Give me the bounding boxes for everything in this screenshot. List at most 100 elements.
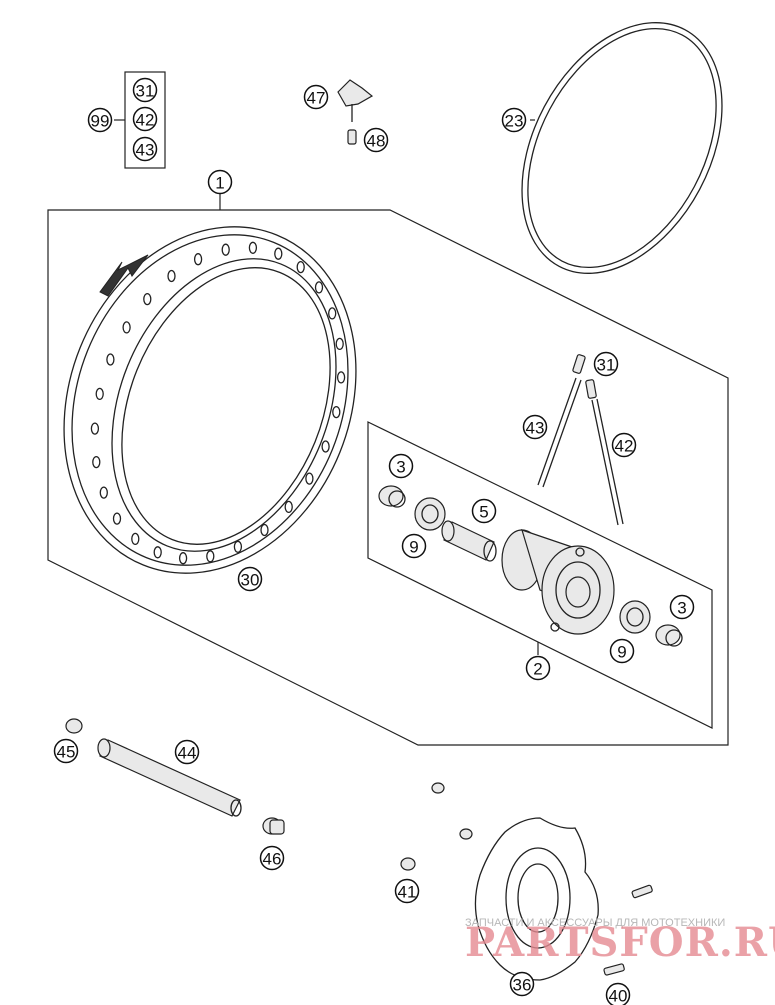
rim-spoke-hole xyxy=(178,552,188,565)
wheel-hub xyxy=(501,529,615,635)
rim-spoke-hole xyxy=(321,440,330,453)
rim-spoke-hole xyxy=(143,292,152,306)
rim-spoke-hole xyxy=(193,253,203,266)
callout-number: 31 xyxy=(136,82,155,101)
rim-tape xyxy=(521,22,723,274)
callout-c9-right: 9 xyxy=(609,638,635,664)
callout-c99: 99 xyxy=(87,107,113,133)
callout-c23: 23 xyxy=(501,107,527,133)
valve-screw xyxy=(347,129,357,145)
callout-number: 1 xyxy=(215,174,224,193)
rim-spoke-hole xyxy=(305,472,314,485)
callout-c1: 1 xyxy=(207,169,233,195)
callout-number: 42 xyxy=(136,111,155,130)
callout-number: 2 xyxy=(533,660,542,679)
bearing-right xyxy=(619,600,651,634)
callout-c3-right: 3 xyxy=(669,594,695,620)
rim xyxy=(63,226,357,574)
hub-assembly-frame xyxy=(367,421,713,729)
callout-c48: 48 xyxy=(363,127,389,153)
wheel-spindle xyxy=(97,738,242,817)
callout-c31-box: 31 xyxy=(132,77,158,103)
callout-number: 99 xyxy=(91,112,110,131)
rim-spoke-hole xyxy=(90,422,100,435)
rim-spoke-hole xyxy=(131,532,140,546)
callout-number: 45 xyxy=(57,743,76,762)
watermark-logo: PARTSFOR.RU xyxy=(465,919,775,966)
callout-number: 44 xyxy=(178,744,197,763)
callout-c30: 30 xyxy=(237,566,263,592)
callout-c42-box: 42 xyxy=(132,106,158,132)
callout-number: 41 xyxy=(398,883,417,902)
callout-c3-left: 3 xyxy=(388,453,414,479)
brake-disc xyxy=(474,817,599,981)
rim-spoke-hole xyxy=(284,500,293,514)
callout-c41: 41 xyxy=(394,878,420,904)
valve-cap xyxy=(337,79,374,122)
callout-number: 31 xyxy=(597,356,616,375)
rotation-direction-arrow xyxy=(99,254,149,297)
spoke-nipple xyxy=(572,354,597,399)
callout-c40: 40 xyxy=(605,982,631,1005)
rim-spoke-hole xyxy=(206,550,215,563)
callout-c2: 2 xyxy=(525,655,551,681)
callout-c5: 5 xyxy=(471,498,497,524)
rim-spoke-hole xyxy=(233,540,243,553)
callout-c43-box: 43 xyxy=(132,136,158,162)
callout-number: 43 xyxy=(136,141,155,160)
callout-c45: 45 xyxy=(53,738,79,764)
rim-spoke-hole xyxy=(296,260,305,274)
callout-number: 5 xyxy=(479,503,488,522)
spoke-42 xyxy=(591,398,624,526)
callout-c46: 46 xyxy=(259,845,285,871)
axle-nut xyxy=(65,718,83,734)
rim-spoke-hole xyxy=(274,247,283,260)
disc-nut xyxy=(400,782,473,871)
spacer-left xyxy=(378,485,406,508)
callout-number: 9 xyxy=(617,643,626,662)
callout-number: 3 xyxy=(396,458,405,477)
rim-spoke-hole xyxy=(106,353,115,366)
spoke-43 xyxy=(537,377,582,488)
rim-spoke-hole xyxy=(167,269,176,283)
axle-bolt xyxy=(262,817,285,835)
callout-number: 30 xyxy=(241,571,260,590)
callout-c43: 43 xyxy=(522,414,548,440)
rim-spoke-hole xyxy=(260,523,269,537)
rim-spoke-hole xyxy=(332,405,341,419)
callout-c31: 31 xyxy=(593,351,619,377)
rim-spoke-hole xyxy=(112,512,122,525)
rim-spoke-hole xyxy=(95,387,104,401)
callout-number: 46 xyxy=(263,850,282,869)
callout-number: 42 xyxy=(615,437,634,456)
wheel-assembly-frame xyxy=(47,209,729,746)
rim-spoke-hole xyxy=(335,337,344,351)
callout-number: 43 xyxy=(526,419,545,438)
callout-c9-left: 9 xyxy=(401,533,427,559)
rim-spoke-hole xyxy=(336,371,346,384)
callout-c42: 42 xyxy=(611,432,637,458)
rim-spoke-hole xyxy=(221,243,230,256)
disc-screw xyxy=(603,884,653,976)
watermark-caption: ЗАПЧАСТИ И АКСЕССУАРЫ ДЛЯ МОТОТЕХНИКИ xyxy=(465,917,725,929)
callout-number: 36 xyxy=(513,976,532,995)
rim-spoke-hole xyxy=(314,281,324,294)
callout-number: 3 xyxy=(677,599,686,618)
rim-spoke-hole xyxy=(122,321,131,334)
hub-sleeve xyxy=(441,520,497,562)
bearing-left xyxy=(414,497,446,531)
callout-number: 48 xyxy=(367,132,386,151)
rim-spoke-hole xyxy=(328,307,337,320)
callout-number: 23 xyxy=(505,112,524,131)
rim-spoke-hole xyxy=(248,241,258,254)
callout-c36: 36 xyxy=(509,971,535,997)
spacer-right xyxy=(655,624,683,647)
callout-number: 40 xyxy=(609,987,628,1005)
callout-c44: 44 xyxy=(174,739,200,765)
rim-spoke-hole xyxy=(153,546,162,559)
rim-spoke-hole xyxy=(99,486,108,499)
callout-c47: 47 xyxy=(303,84,329,110)
callout-number: 9 xyxy=(409,538,418,557)
rim-spoke-hole xyxy=(92,455,101,469)
